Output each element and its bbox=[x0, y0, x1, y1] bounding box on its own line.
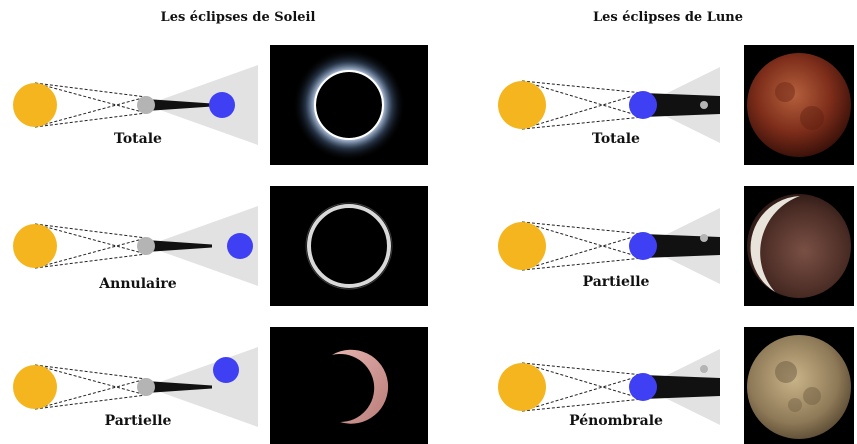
sun-disc bbox=[498, 81, 546, 129]
moon-dot bbox=[700, 365, 708, 373]
earth-disc bbox=[629, 373, 657, 401]
sun-disc bbox=[498, 363, 546, 411]
sun-disc bbox=[13, 224, 57, 268]
light-ray bbox=[521, 221, 644, 235]
moon-mare bbox=[788, 398, 802, 412]
light-ray bbox=[521, 92, 644, 130]
lit-limb bbox=[750, 196, 800, 292]
light-ray bbox=[34, 394, 147, 410]
light-ray bbox=[34, 82, 147, 114]
moon-dot bbox=[700, 101, 708, 109]
light-ray bbox=[34, 96, 147, 128]
solar-row-label-partial: Partielle bbox=[104, 413, 172, 429]
lunar-column-title: Les éclipses de Lune bbox=[592, 10, 744, 25]
light-ray bbox=[521, 362, 644, 376]
moon-mare bbox=[803, 387, 821, 405]
umbra-cone bbox=[146, 381, 212, 393]
light-ray bbox=[521, 398, 644, 412]
light-ray bbox=[521, 80, 644, 118]
earth-disc bbox=[209, 92, 235, 118]
sun-disc bbox=[498, 222, 546, 270]
light-ray bbox=[34, 364, 147, 396]
umbra-cone bbox=[146, 240, 212, 252]
earth-disc bbox=[213, 357, 239, 383]
solar-row-label-total: Totale bbox=[114, 131, 162, 147]
solar-column-title: Les éclipses de Soleil bbox=[160, 10, 316, 25]
lunar-row-label-total: Totale bbox=[592, 131, 640, 147]
moon-disc bbox=[137, 237, 155, 255]
light-ray bbox=[521, 221, 644, 259]
moon-disc bbox=[137, 96, 155, 114]
solar-crescent bbox=[332, 349, 389, 424]
umbra-cone bbox=[643, 375, 720, 399]
light-ray bbox=[34, 223, 147, 239]
light-ray bbox=[34, 223, 147, 255]
lunar-row-label-penumbral: Pénombrale bbox=[569, 413, 663, 429]
earth-disc bbox=[629, 232, 657, 260]
solar-row-label-annular: Annulaire bbox=[99, 276, 177, 292]
umbra-cone bbox=[643, 93, 720, 117]
eclipse-photo-frame bbox=[270, 327, 428, 444]
light-ray bbox=[34, 378, 147, 410]
annular-ring bbox=[307, 204, 391, 288]
moon-mare bbox=[775, 82, 795, 102]
light-ray bbox=[521, 80, 644, 94]
blood-moon bbox=[747, 53, 851, 157]
moon-dot bbox=[700, 234, 708, 242]
light-ray bbox=[34, 364, 147, 380]
corona-rim bbox=[314, 70, 384, 140]
sun-disc bbox=[13, 365, 57, 409]
light-ray bbox=[521, 116, 644, 130]
moon-mare bbox=[775, 361, 797, 383]
light-ray bbox=[34, 237, 147, 269]
light-ray bbox=[521, 362, 644, 400]
umbra-cone bbox=[146, 99, 212, 111]
moon-mare bbox=[800, 106, 824, 130]
annular-glow bbox=[305, 202, 393, 290]
geometry-layer bbox=[13, 45, 854, 444]
light-ray bbox=[34, 253, 147, 269]
lunar-row-label-partial: Partielle bbox=[582, 274, 650, 290]
moon-disc bbox=[137, 378, 155, 396]
light-ray bbox=[34, 112, 147, 128]
light-ray bbox=[34, 82, 147, 98]
earth-disc bbox=[629, 91, 657, 119]
partial-moon bbox=[747, 194, 851, 298]
earth-disc bbox=[227, 233, 253, 259]
sun-disc bbox=[13, 83, 57, 127]
light-ray bbox=[521, 374, 644, 412]
light-ray bbox=[521, 233, 644, 271]
full-moon bbox=[747, 335, 851, 439]
light-ray bbox=[521, 257, 644, 271]
moon-silhouette bbox=[316, 72, 382, 138]
